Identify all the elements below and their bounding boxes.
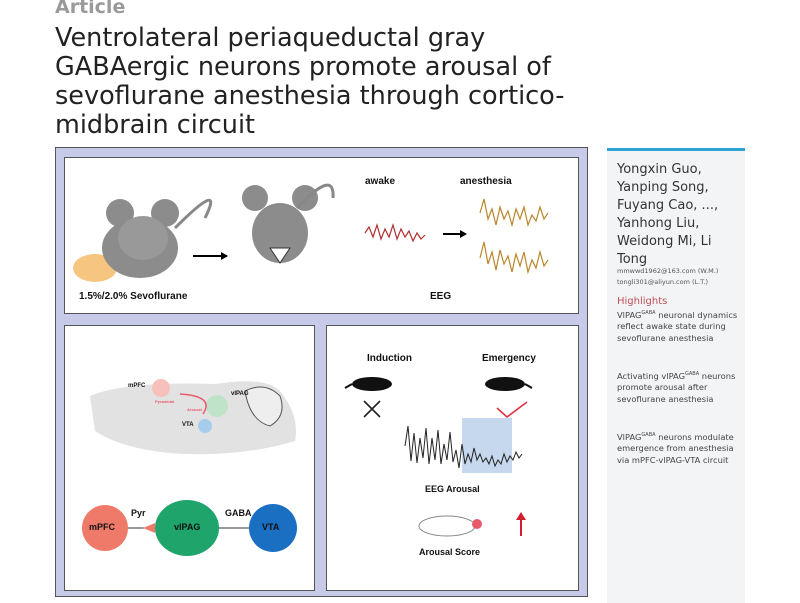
highlight-item: VlPAGGABA neuronal dynamics reflect awak…: [617, 308, 745, 344]
arousal-score-label: Arousal Score: [419, 547, 481, 557]
vta-brain-label: VTA: [182, 422, 194, 428]
arousal-illustration: [344, 377, 533, 537]
highlight-text: Activating vlPAG: [617, 370, 686, 381]
arousal-arrow-label: Arousal: [187, 407, 202, 412]
highlight-text: VlPAG: [617, 309, 642, 320]
emergency-label: Emergency: [482, 353, 536, 364]
highlight-text: neurons promote arousal after sevofluran…: [617, 370, 736, 404]
pyr-label: Pyr: [131, 508, 146, 518]
vlpag-brain-label: vlPAG: [231, 391, 249, 397]
author-list[interactable]: Yongxin Guo, Yanping Song, Fuyang Cao, .…: [617, 162, 719, 267]
vlpag-node: vlPAG: [174, 522, 201, 532]
awake-label: awake: [365, 176, 396, 187]
highlight-item: Activating vlPAGGABA neurons promote aro…: [617, 369, 745, 405]
graphical-abstract: 1.5%/2.0% Sevoflurane awake anesthesia E…: [55, 147, 588, 597]
highlight-text: neuronal dynamics reflect awake state du…: [617, 309, 738, 343]
contact-emails: mmwwd1962@163.com (W.M.) tongli301@aliyu…: [617, 266, 718, 288]
paper-title: Ventrolateral periaqueductal gray GABAer…: [55, 23, 565, 140]
highlights-heading: Highlights: [617, 296, 668, 307]
article-type-label: Article: [55, 0, 126, 18]
induction-label: Induction: [367, 353, 412, 364]
highlight-text: neurons modulate emergence from anesthes…: [617, 431, 734, 465]
brain-illustration: [82, 379, 297, 556]
article-sidebar: Yongxin Guo, Yanping Song, Fuyang Cao, .…: [607, 148, 745, 603]
highlight-sup: GABA: [641, 310, 656, 316]
pyramidal-label: Pyramidal: [155, 399, 175, 404]
gaba-label: GABA: [225, 508, 252, 518]
highlight-sup: GABA: [685, 371, 700, 377]
panel-arousal: Induction Emergency EEG Arousal Arousal …: [326, 325, 579, 591]
panel-anesthesia-eeg: 1.5%/2.0% Sevoflurane awake anesthesia E…: [64, 157, 579, 314]
anesthesia-label: anesthesia: [460, 176, 512, 187]
highlight-sup: GABA: [641, 432, 656, 438]
highlight-item: VlPAGGABA neurons modulate emergence fro…: [617, 430, 745, 466]
eeg-label: EEG: [430, 291, 452, 302]
mouse-illustration: [73, 183, 549, 282]
mpfc-brain-label: mPFC: [128, 383, 146, 389]
sevoflurane-dose-label: 1.5%/2.0% Sevoflurane: [79, 291, 188, 302]
eeg-arousal-label: EEG Arousal: [425, 484, 480, 494]
email-link[interactable]: tongli301@aliyun.com (L.T.): [617, 278, 709, 286]
email-link[interactable]: mmwwd1962@163.com (W.M.): [617, 267, 719, 275]
mpfc-node: mPFC: [89, 522, 116, 532]
vta-node: VTA: [262, 522, 280, 532]
highlight-text: VlPAG: [617, 431, 642, 442]
panel-circuit: mPFC Pyramidal Arousal vlPAG VTA mPFC Py…: [64, 325, 315, 591]
